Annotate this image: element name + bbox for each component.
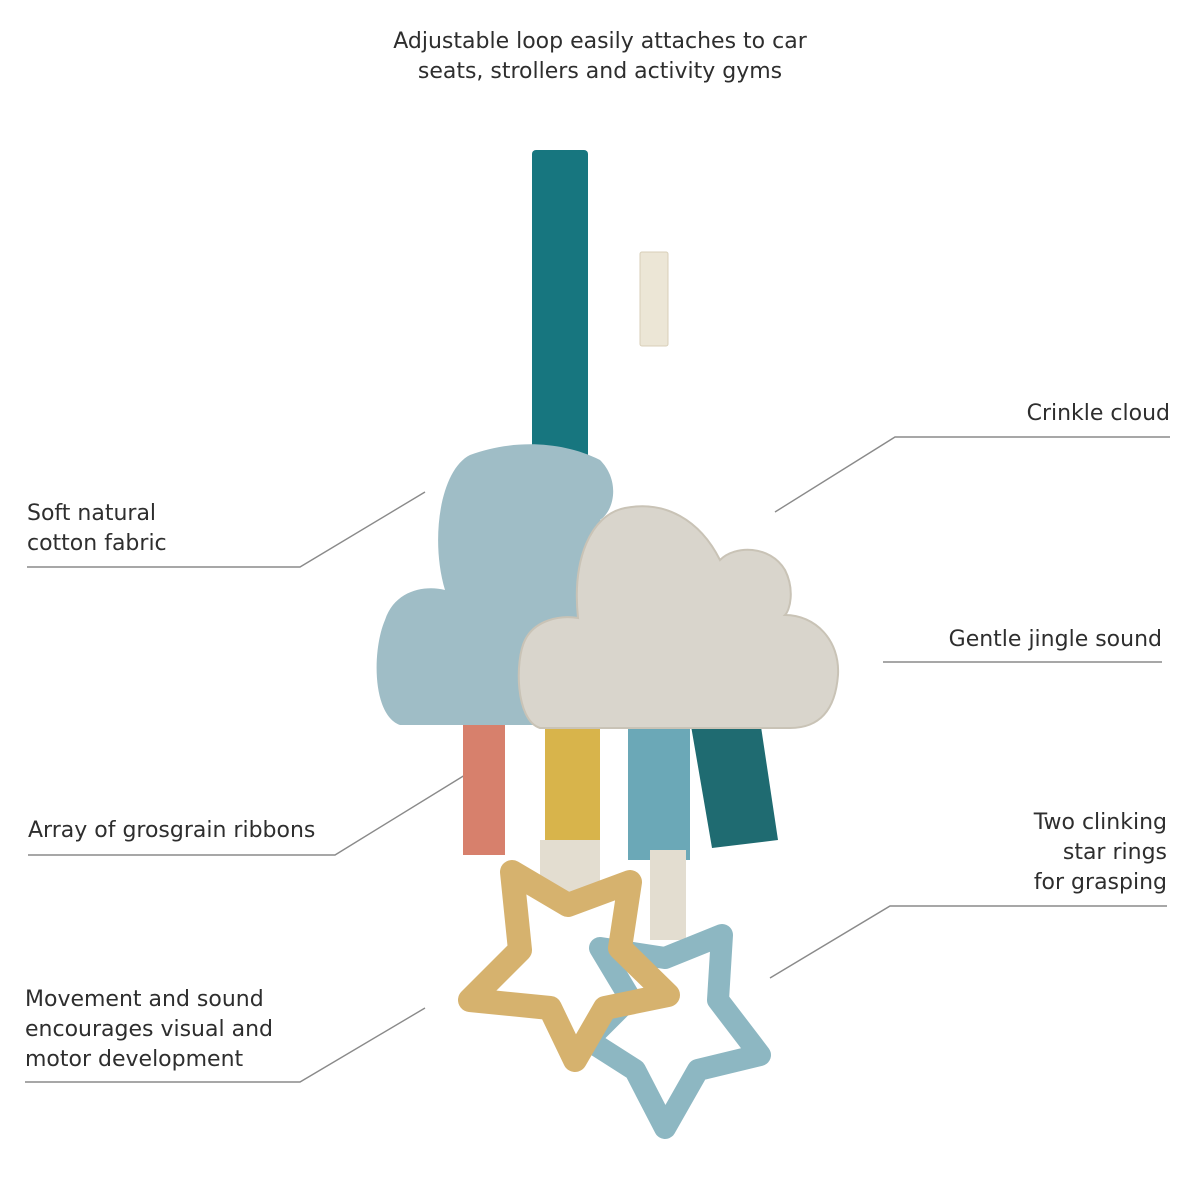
leader-line-crinkle [774,436,1170,513]
callout-text: Movement and sound [25,987,264,1012]
callout-text: star rings [1062,840,1167,865]
star-ring-yellow [458,860,680,1072]
callout-text: encourages visual and [25,1017,273,1042]
leader-line-ribbons [28,774,466,856]
callout-star-rings: Two clinking star rings for grasping [1034,808,1167,898]
callout-text: cotton fabric [27,531,167,556]
ribbon-coral [463,720,505,855]
star-ring-blue [577,924,771,1139]
callout-text: motor development [25,1047,244,1072]
callout-movement: Movement and sound encourages visual and… [25,985,273,1075]
ribbon-lightblue [628,725,690,860]
callout-ribbons: Array of grosgrain ribbons [28,816,315,846]
callout-text: Two clinking [1033,810,1167,835]
callout-soft-fabric: Soft natural cotton fabric [27,499,167,559]
fabric-loop-strap [532,150,588,470]
ribbon-yellow [545,725,600,850]
beige-cloud [517,505,840,729]
callout-text: Gentle jingle sound [948,627,1162,652]
leader-line-movement [25,1007,426,1083]
callout-text: Array of grosgrain ribbons [28,818,316,843]
ribbon-teal [690,720,778,848]
leader-line-rings [769,905,1167,979]
callout-text: for grasping [1033,870,1167,895]
headline: Adjustable loop easily attaches to car s… [300,27,900,87]
callout-jingle-sound: Gentle jingle sound [949,625,1162,655]
headline-line-2: seats, strollers and activity gyms [417,59,783,84]
ring-strap-right [650,850,686,940]
callout-text: Soft natural [27,501,157,526]
headline-line-1: Adjustable loop easily attaches to car [393,29,807,54]
leader-line-fabric [27,491,426,568]
callout-text: Crinkle cloud [1026,401,1170,426]
brand-tag [639,251,669,347]
callout-crinkle-cloud: Crinkle cloud [1027,399,1170,429]
